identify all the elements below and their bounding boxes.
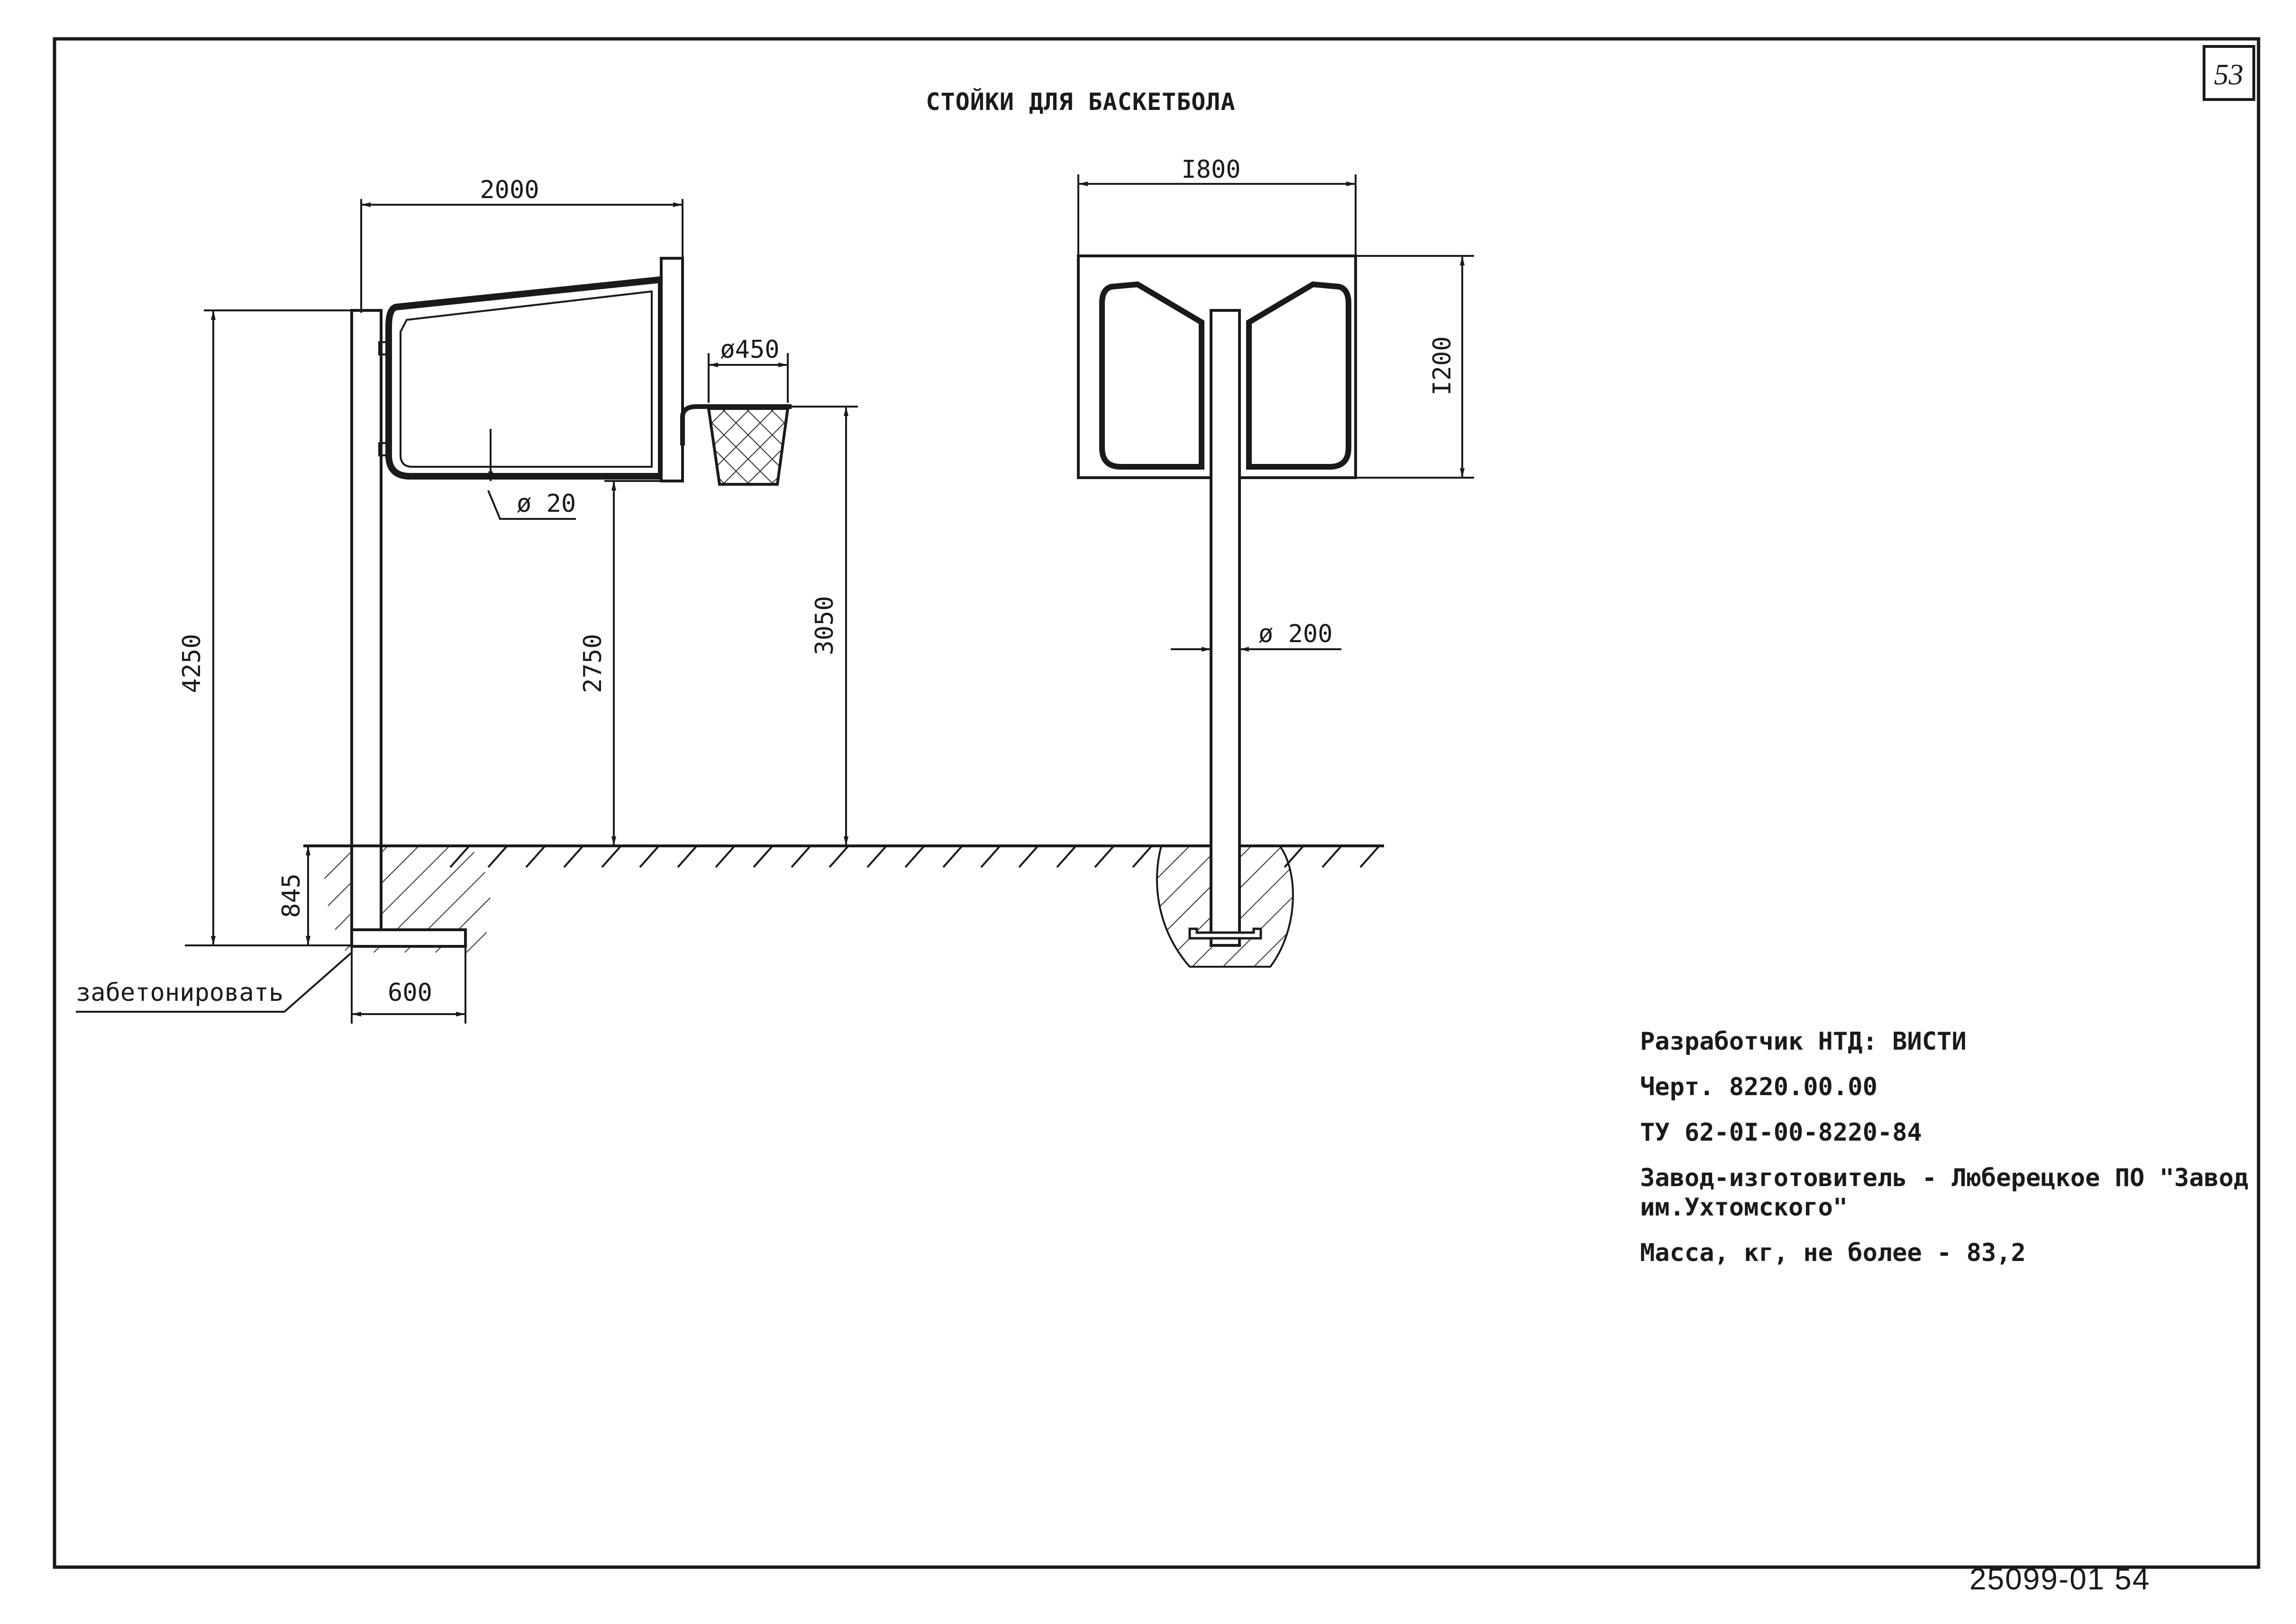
page-number: 53 xyxy=(2214,59,2243,91)
developer-line: Разработчик НТД: ВИСТИ xyxy=(1640,1027,1967,1056)
concrete-note: забетонировать xyxy=(76,979,283,1007)
ground-hatch-marks xyxy=(449,845,1380,868)
side-bracket-inner xyxy=(400,290,653,468)
dim-board-bottom-height: 2750 xyxy=(579,634,607,693)
page-number-box xyxy=(2203,45,2255,101)
dim-frame-tube: ø 20 xyxy=(517,490,576,518)
drawing-number-line: Черт. 8220.00.00 xyxy=(1640,1073,1877,1101)
side-post xyxy=(350,309,383,947)
front-post xyxy=(1210,309,1241,947)
dim-base-width: 600 xyxy=(388,979,432,1007)
hoop-arm xyxy=(680,404,711,445)
side-backboard xyxy=(660,257,684,482)
dim-hoop-height: 3050 xyxy=(811,596,839,655)
front-view: I800 I200 ø 200 xyxy=(1077,155,1474,968)
footer-code: 25099-01 54 xyxy=(1969,1562,2150,1596)
side-base-plate xyxy=(350,928,467,948)
dim-front-height: I200 xyxy=(1428,336,1457,395)
manufacturer-line: Завод-изготовитель - Люберецкое ПО "Заво… xyxy=(1640,1164,2263,1222)
dim-post-diameter: ø 200 xyxy=(1258,620,1333,648)
side-bracket-frame xyxy=(385,276,665,480)
dim-front-width: I800 xyxy=(1181,155,1240,184)
sheet-border xyxy=(53,37,2260,1569)
spec-line: ТУ 62-0I-00-8220-84 xyxy=(1640,1118,1922,1147)
side-view: 2000 ø450 ø 20 4250 2750 3050 845 600 xyxy=(76,176,1384,1024)
dim-board-width: 2000 xyxy=(480,176,539,204)
info-block: Разработчик НТД: ВИСТИ Черт. 8220.00.00 … xyxy=(1640,1019,2270,1276)
front-bracket-left xyxy=(1099,281,1204,470)
front-base-plate xyxy=(1188,927,1262,940)
dim-total-height: 4250 xyxy=(178,634,206,693)
drawing-title: СТОЙКИ ДЛЯ БАСКЕТБОЛА xyxy=(926,88,1235,116)
dim-embed-depth: 845 xyxy=(277,873,306,918)
dim-hoop-diameter: ø450 xyxy=(720,336,779,364)
front-bracket-right xyxy=(1246,281,1351,470)
hoop-net xyxy=(707,407,790,486)
mass-line: Масса, кг, не более - 83,2 xyxy=(1640,1239,2026,1267)
